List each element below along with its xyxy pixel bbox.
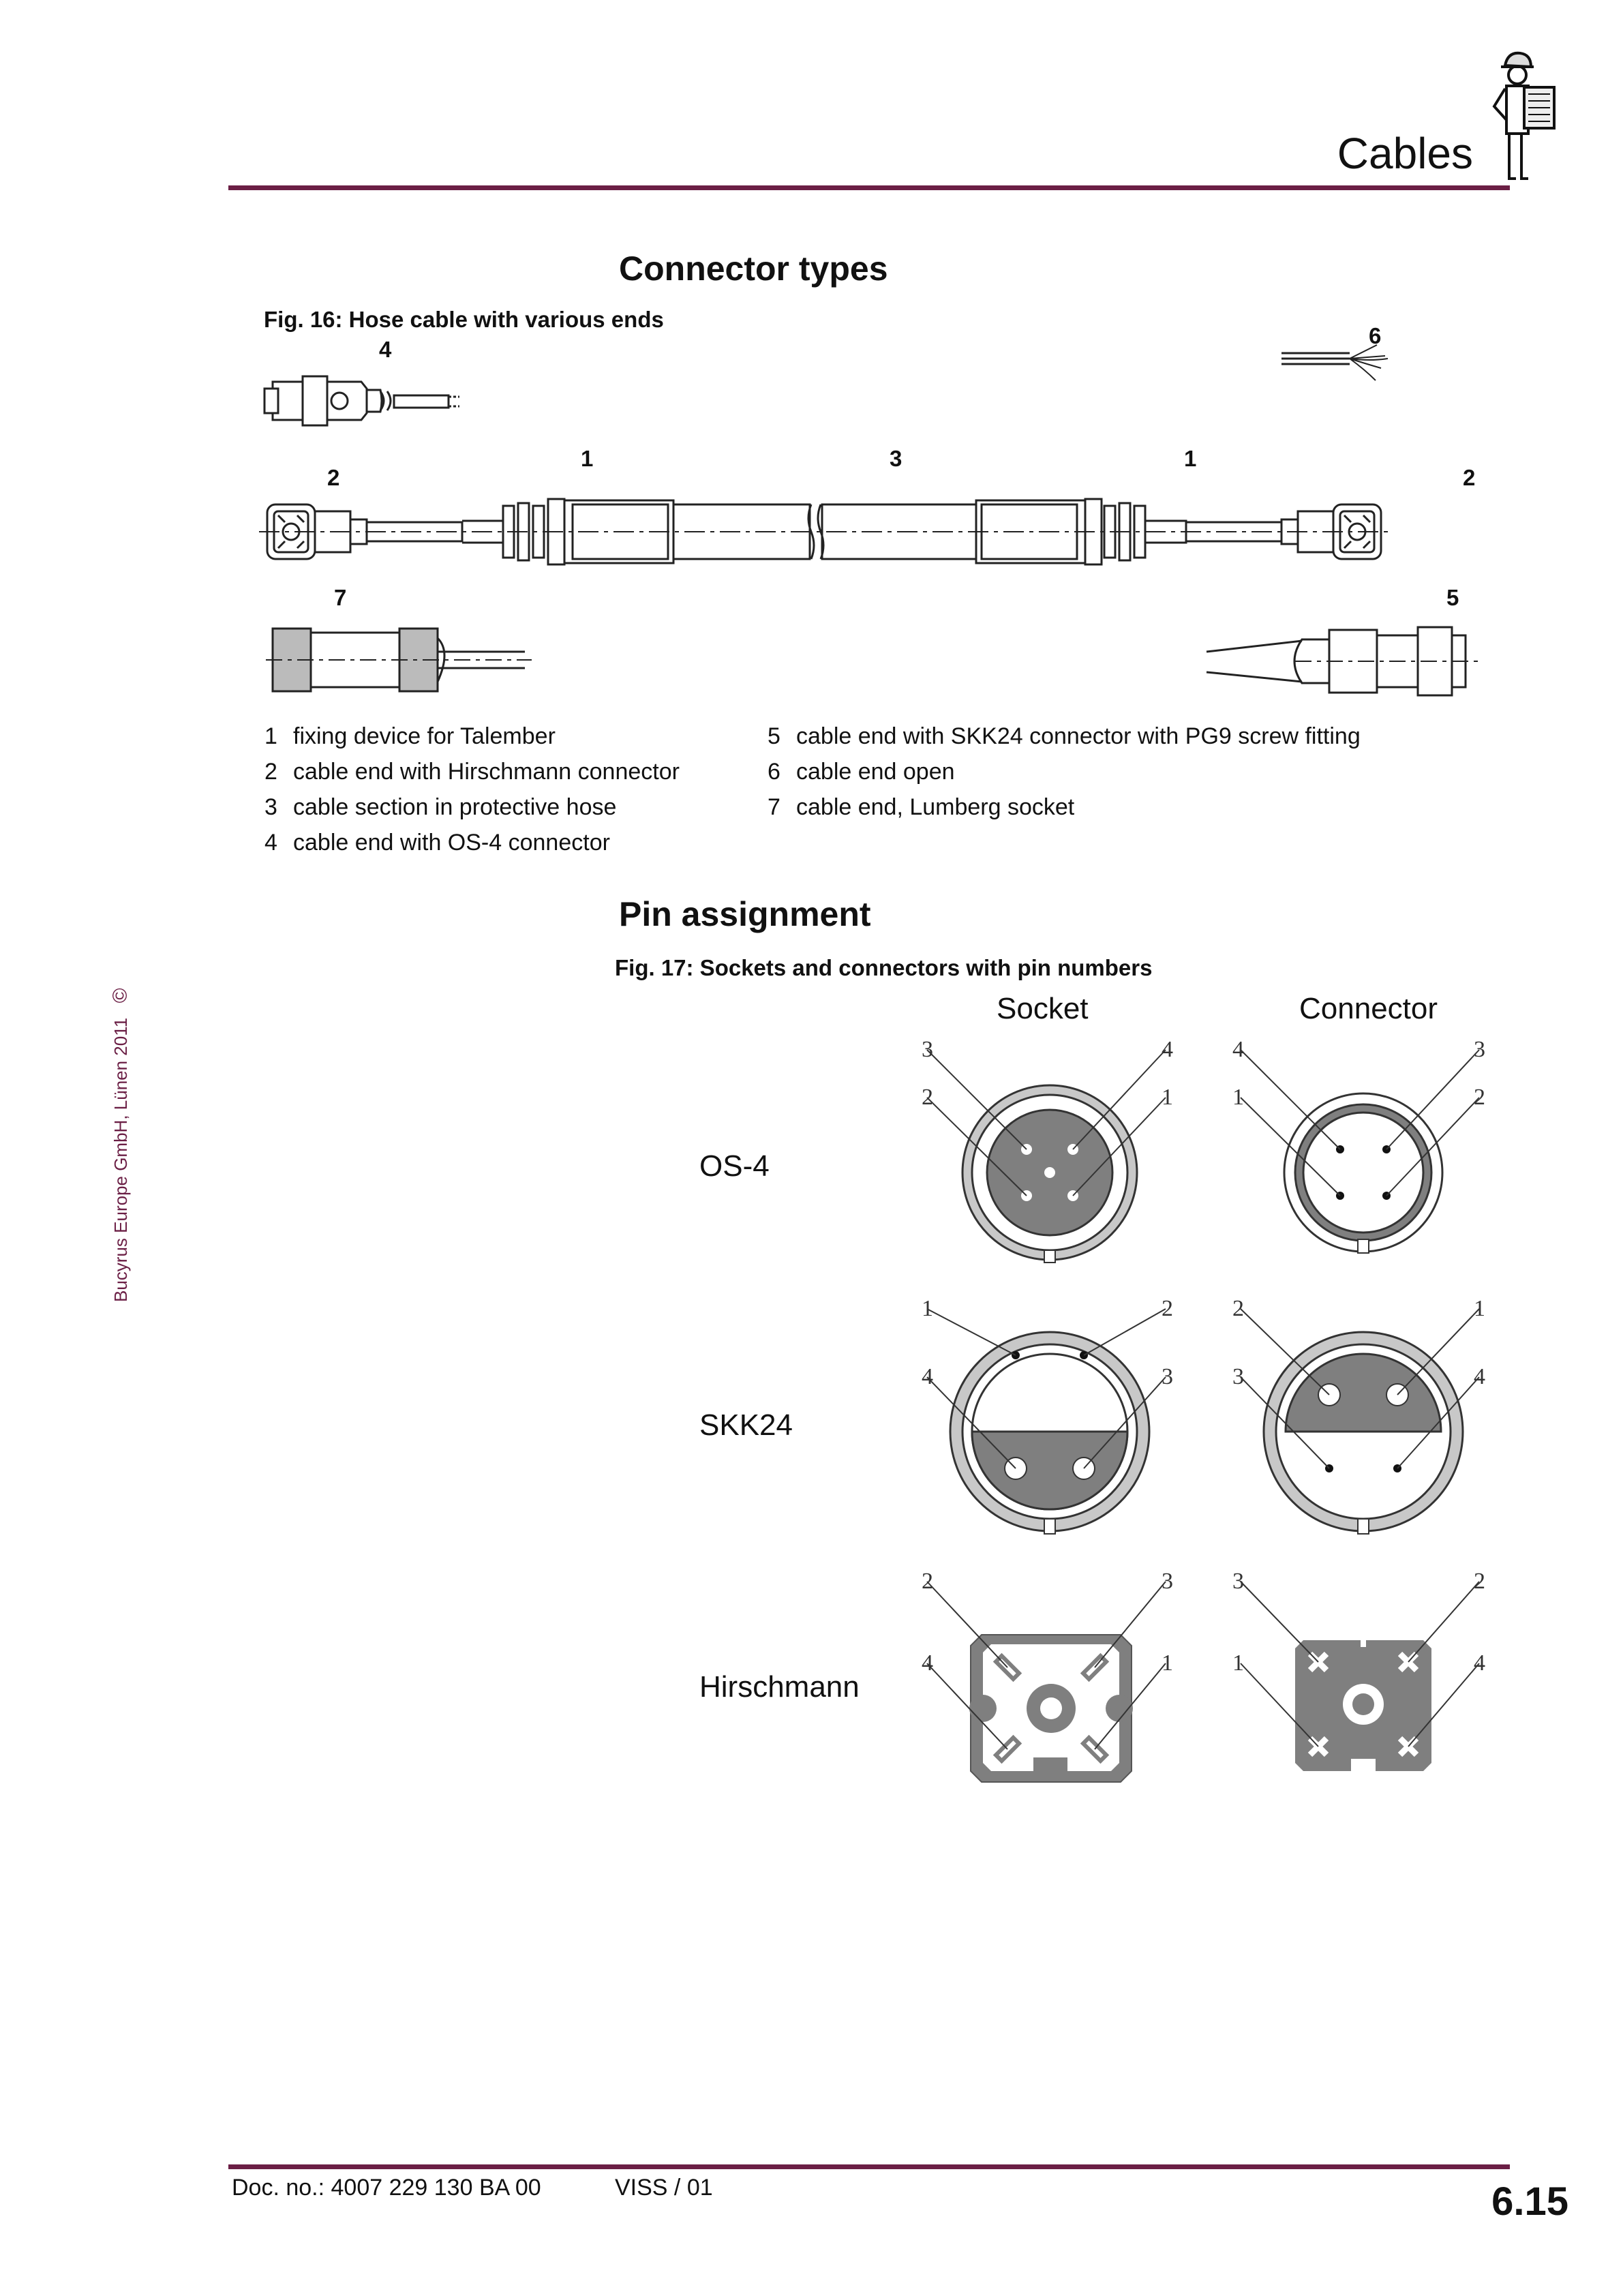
page-header: Cables <box>0 0 1623 198</box>
skk24-connector-pin-label: 1 <box>1474 1296 1485 1321</box>
row-label-hirschmann: Hirschmann <box>699 1670 860 1704</box>
figure-caption-17: Fig. 17: Sockets and connectors with pin… <box>615 955 1153 980</box>
hirschmann-connector-pin-label: 1 <box>1232 1650 1244 1676</box>
callout-3: 3 <box>890 446 902 471</box>
skk24-connector-drawing <box>1240 1308 1480 1535</box>
hirschmann-connector-pin-label: 4 <box>1474 1650 1485 1676</box>
skk24-cable-end-drawing <box>1206 626 1479 697</box>
os4-connector-pin-label: 4 <box>1232 1037 1244 1062</box>
figure-caption-16: Fig. 16: Hose cable with various ends <box>264 307 664 332</box>
skk24-connector-pin-label: 2 <box>1232 1296 1244 1321</box>
hirschmann-socket-drawing <box>926 1581 1166 1783</box>
pin-assignment-diagram: 3 4 2 1 4 3 1 2 <box>922 1037 1485 1783</box>
os4-connector-drawing <box>1240 1049 1480 1254</box>
section-title-pin-assignment: Pin assignment <box>619 895 871 933</box>
skk24-socket-pin-label: 1 <box>922 1296 933 1321</box>
hose-cable-drawing <box>259 344 1479 697</box>
os4-socket-pin-label: 4 <box>1162 1037 1173 1062</box>
os4-connector-pin-label: 2 <box>1474 1085 1485 1110</box>
row-label-os4: OS-4 <box>699 1149 770 1183</box>
hirschmann-socket-pin-label: 3 <box>1162 1569 1173 1594</box>
open-cable-end-drawing <box>1281 344 1389 381</box>
footer-doc-number: Doc. no.: 4007 229 130 BA 00 <box>232 2175 541 2201</box>
skk24-socket-pin-label: 3 <box>1162 1364 1173 1389</box>
callout-6: 6 <box>1369 323 1382 348</box>
column-header-connector: Connector <box>1299 992 1438 1025</box>
column-header-socket: Socket <box>997 992 1089 1025</box>
callout-7: 7 <box>334 585 347 610</box>
row-label-skk24: SKK24 <box>699 1408 793 1442</box>
header-rule <box>228 185 1510 190</box>
hirschmann-socket-pin-label: 4 <box>922 1650 933 1676</box>
callout-4: 4 <box>379 337 392 362</box>
hirschmann-socket-pin-label: 2 <box>922 1569 933 1594</box>
section-title-connector-types: Connector types <box>619 250 888 288</box>
technician-clipboard-icon <box>1492 51 1556 180</box>
callout-5: 5 <box>1446 585 1459 610</box>
footer-rule <box>228 2164 1510 2169</box>
hirschmann-connector-pin-label: 2 <box>1474 1569 1485 1594</box>
os4-cable-end-drawing <box>263 375 459 427</box>
copyright-text: Bucyrus Europe GmbH, Lünen 2011 <box>110 1017 131 1302</box>
skk24-connector-pin-label: 4 <box>1474 1364 1485 1389</box>
hirschmann-connector-pin-label: 3 <box>1232 1569 1244 1594</box>
copyright-note: Bucyrus Europe GmbH, Lünen 2011 © <box>109 988 132 1302</box>
os4-socket-drawing <box>926 1049 1166 1263</box>
callout-2-left: 2 <box>327 465 340 490</box>
skk24-socket-drawing <box>926 1308 1166 1535</box>
main-hose-cable-drawing <box>259 498 1391 566</box>
hirschmann-connector-drawing <box>1240 1581 1480 1771</box>
skk24-socket-pin-label: 2 <box>1162 1296 1173 1321</box>
skk24-connector-pin-label: 3 <box>1232 1364 1244 1389</box>
os4-socket-pin-label: 2 <box>922 1085 933 1110</box>
page-number: 6.15 <box>1491 2179 1568 2224</box>
hirschmann-socket-pin-label: 1 <box>1162 1650 1173 1676</box>
skk24-socket-pin-label: 4 <box>922 1364 933 1389</box>
os4-connector-pin-label: 3 <box>1474 1037 1485 1062</box>
callout-1-right: 1 <box>1184 446 1197 471</box>
callout-2-right: 2 <box>1463 465 1476 490</box>
os4-socket-pin-label: 3 <box>922 1037 933 1062</box>
os4-socket-pin-label: 1 <box>1162 1085 1173 1110</box>
callout-1-left: 1 <box>581 446 594 471</box>
lumberg-cable-end-drawing <box>266 627 532 693</box>
header-title: Cables <box>1337 129 1473 178</box>
os4-connector-pin-label: 1 <box>1232 1085 1244 1110</box>
copyright-symbol: © <box>109 988 132 1003</box>
footer-reference: VISS / 01 <box>615 2175 713 2201</box>
